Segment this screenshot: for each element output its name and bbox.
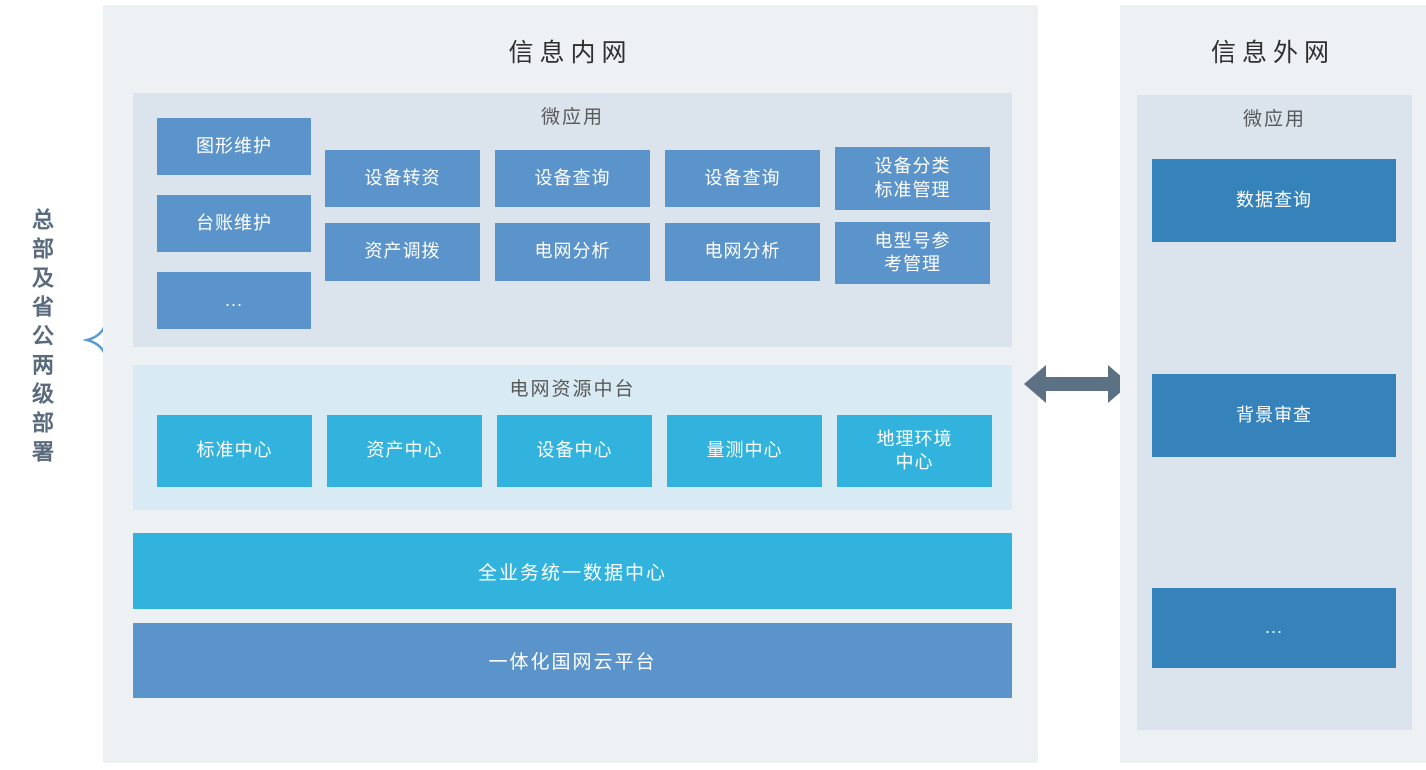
extranet-app-box: 背景审查 xyxy=(1152,374,1396,457)
micro-app-box: 图形维护 xyxy=(157,118,311,175)
extranet-app-box: 数据查询 xyxy=(1152,159,1396,242)
micro-app-box-more: ... xyxy=(157,272,311,329)
micro-app-box: 电型号参 考管理 xyxy=(835,222,990,284)
center-box: 资产中心 xyxy=(327,415,482,487)
micro-app-box: 设备分类 标准管理 xyxy=(835,147,990,210)
micro-app-box: 设备查询 xyxy=(495,150,650,207)
cloud-platform-bar: 一体化国网云平台 xyxy=(133,623,1012,698)
extranet-micro-apps-label: 微应用 xyxy=(1242,109,1306,130)
extranet-micro-apps-section: 微应用 数据查询 背景审查 ... xyxy=(1137,95,1412,730)
deployment-scope-label: 总部及省公两级部署 xyxy=(29,207,54,469)
center-box: 设备中心 xyxy=(497,415,652,487)
grid-resource-platform-section: 电网资源中台 标准中心 资产中心 设备中心 量测中心 地理环境 中心 xyxy=(133,365,1012,510)
intranet-micro-apps-section: 微应用 图形维护 台账维护 ... 设备转资 设备查询 设备查询 设备分类 标准… xyxy=(133,93,1012,347)
grid-resource-platform-label: 电网资源中台 xyxy=(509,379,636,400)
intranet-panel: 信息内网 微应用 图形维护 台账维护 ... 设备转资 设备查询 设备查询 设备… xyxy=(103,5,1038,763)
micro-app-box: 资产调拨 xyxy=(325,223,480,281)
micro-app-box: 台账维护 xyxy=(157,195,311,252)
intranet-title: 信息内网 xyxy=(508,39,633,67)
extranet-panel: 信息外网 微应用 数据查询 背景审查 ... xyxy=(1120,5,1426,763)
micro-app-box: 设备转资 xyxy=(325,150,480,207)
unified-data-center-bar: 全业务统一数据中心 xyxy=(133,533,1012,609)
micro-app-box: 电网分析 xyxy=(665,223,820,281)
intranet-extranet-link xyxy=(1022,363,1132,405)
micro-app-box: 设备查询 xyxy=(665,150,820,207)
micro-app-box: 电网分析 xyxy=(495,223,650,281)
intranet-micro-apps-label: 微应用 xyxy=(540,107,604,128)
extranet-title: 信息外网 xyxy=(1210,39,1335,67)
center-box: 标准中心 xyxy=(157,415,312,487)
extranet-app-box-more: ... xyxy=(1152,588,1396,668)
bidirectional-arrow-icon xyxy=(1024,365,1130,403)
center-box: 地理环境 中心 xyxy=(837,415,992,487)
center-box: 量测中心 xyxy=(667,415,822,487)
